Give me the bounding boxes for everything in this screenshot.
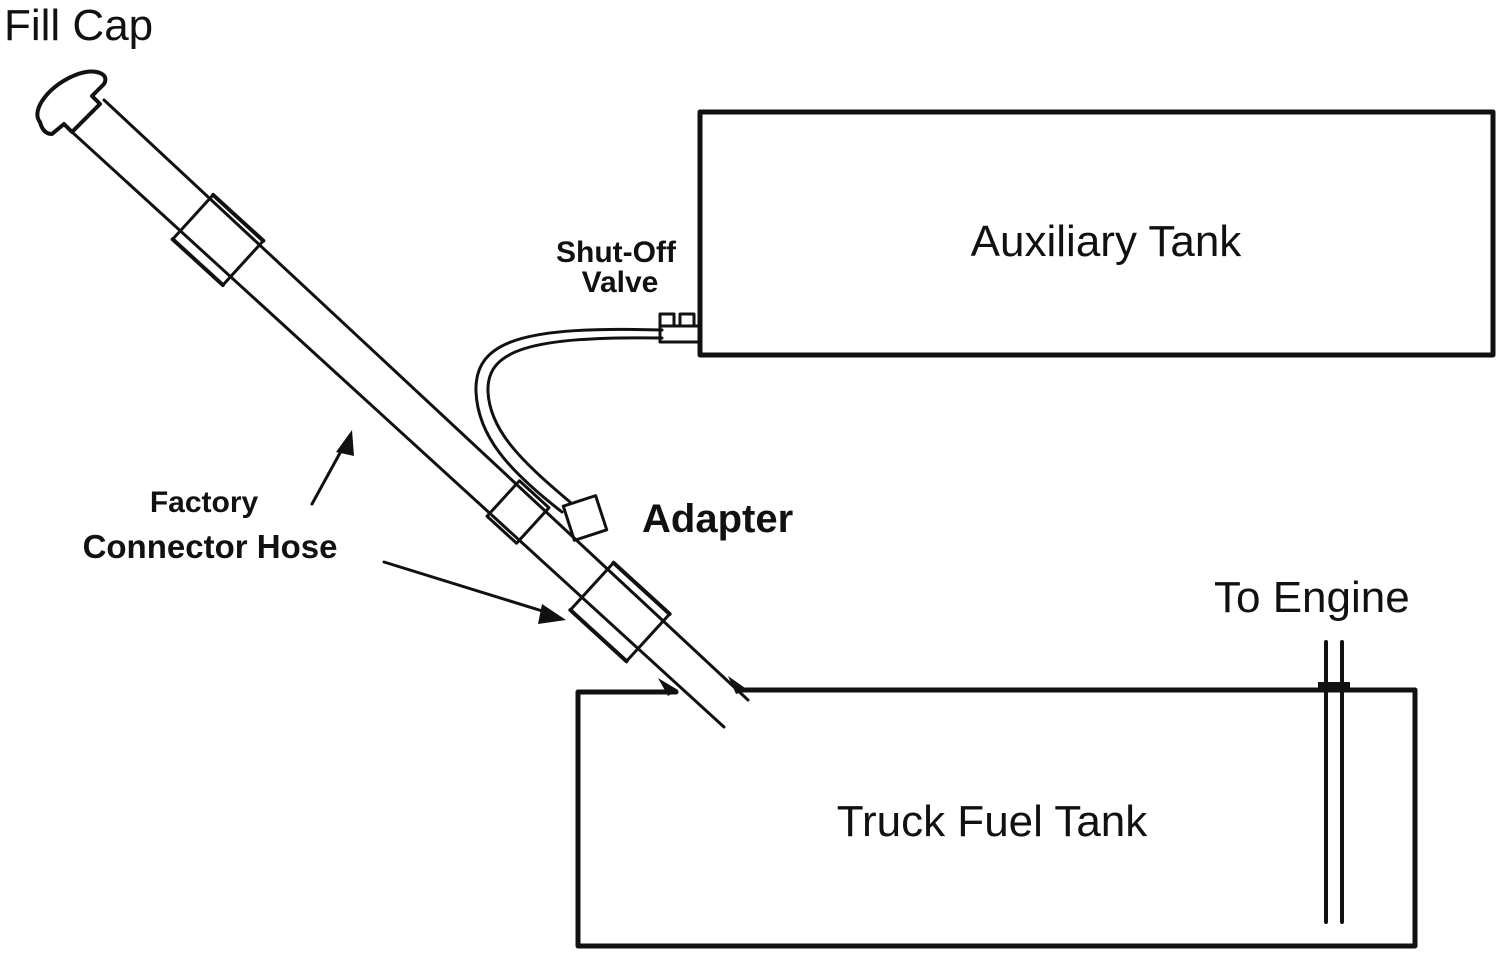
engine-line xyxy=(1318,640,1350,924)
connector-hose-arrows xyxy=(310,430,566,624)
shutoff-valve-label-line2: Valve xyxy=(582,266,659,299)
auxiliary-tank-label: Auxiliary Tank xyxy=(971,217,1243,266)
fill-cap-label: Fill Cap xyxy=(4,1,153,50)
to-engine-label: To Engine xyxy=(1214,573,1410,622)
fill-cap xyxy=(35,69,108,136)
truck-fuel-tank-label: Truck Fuel Tank xyxy=(837,797,1149,846)
shutoff-valve-label-line1: Shut-Off xyxy=(556,236,677,269)
transfer-hose xyxy=(474,327,664,514)
factory-label: Factory xyxy=(150,486,259,519)
filler-seal-left xyxy=(658,678,678,696)
connector-hose-label: Connector Hose xyxy=(83,528,338,565)
adapter-collar xyxy=(485,479,551,545)
filler-neck xyxy=(70,98,750,729)
adapter-fitting xyxy=(561,494,609,542)
adapter-label: Adapter xyxy=(642,497,793,541)
truck-fuel-tank xyxy=(575,676,1418,949)
upper-connector-hose xyxy=(170,192,266,288)
shutoff-valve xyxy=(658,312,702,344)
lower-connector-hose xyxy=(568,560,672,664)
filler-seal-right xyxy=(728,676,748,694)
auxiliary-tank xyxy=(697,109,1496,358)
